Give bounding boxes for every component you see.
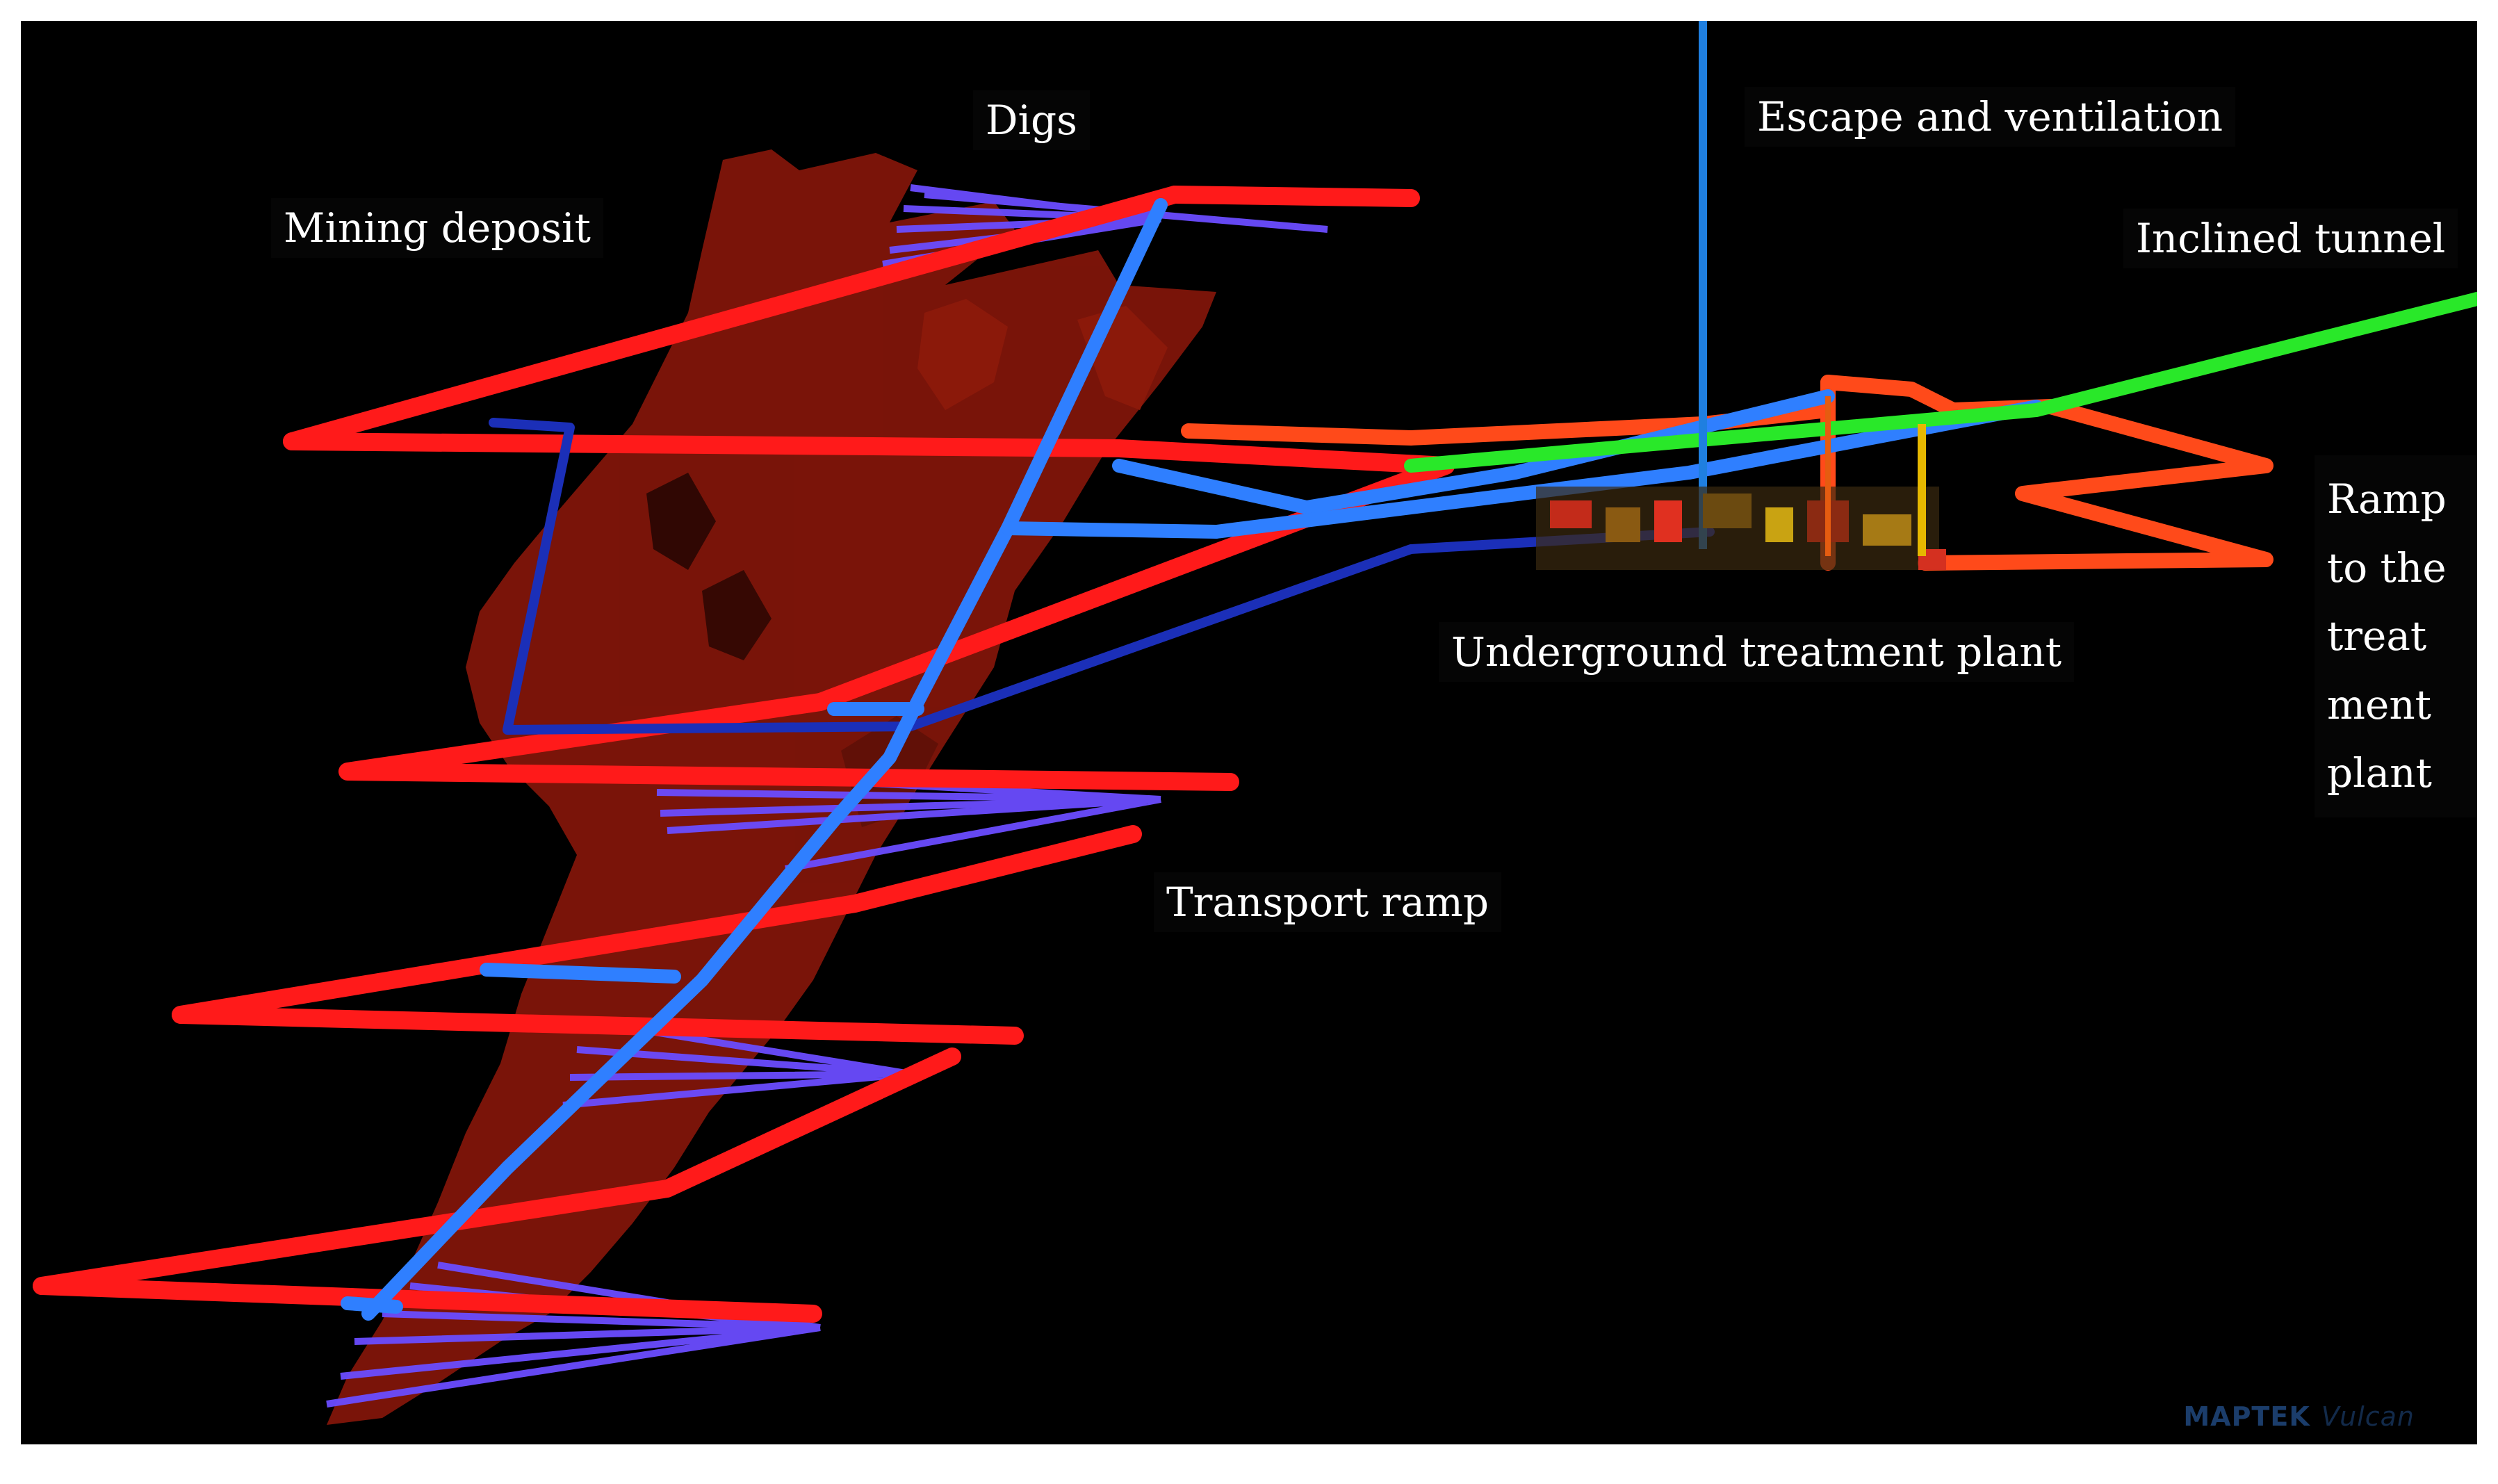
label-escape-ventilation: Escape and ventilation [1745,87,2236,147]
label-mining-deposit: Mining deposit [271,198,603,258]
dark-blue-ramp [489,418,1715,735]
label-ramp-line: ment [2327,680,2431,728]
label-ramp-line: Ramp [2327,475,2447,523]
logo-product: Vulcan [2321,1401,2415,1432]
label-underground-plant: Underground treatment plant [1439,622,2075,682]
treatment-plant [1536,396,1946,570]
red-drifts [33,186,1455,1323]
label-ramp-line: plant [2327,749,2432,797]
label-transport-ramp: Transport ramp [1154,872,1502,932]
label-ramp-line: treat [2327,612,2427,660]
label-ramp-to-plant: Ramp to the treat ment plant [2315,455,2477,817]
label-ramp-line: to the [2327,544,2447,592]
logo-brand: MAPTEK [2183,1401,2310,1432]
mine-3d-model [33,21,2477,1425]
maptek-vulcan-logo: MAPTEK Vulcan [2183,1401,2415,1432]
label-inclined-tunnel: Inclined tunnel [2123,209,2458,268]
label-digs: Digs [973,90,1090,150]
inclined-tunnel-line [1404,292,2477,473]
model-viewport[interactable]: Digs Mining deposit Escape and ventilati… [21,21,2477,1444]
